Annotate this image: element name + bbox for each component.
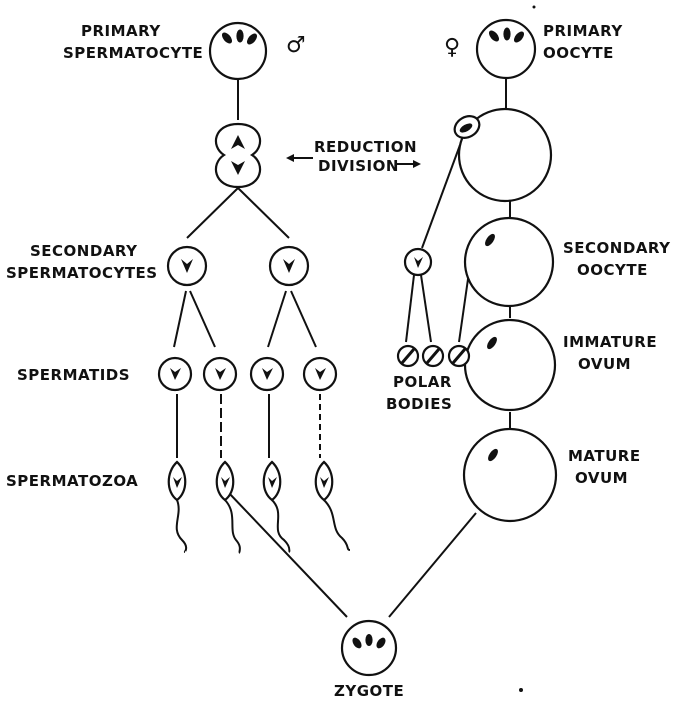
- reduction-label-2: DIVISION: [318, 157, 399, 175]
- male-primary-label-2: SPERMATOCYTE: [63, 44, 203, 62]
- spermatid-cell: [202, 356, 238, 392]
- male-secondary-label-2: SPERMATOCYTES: [6, 264, 158, 282]
- first-polar-body: [403, 247, 433, 277]
- female-secondary-label-2: OOCYTE: [577, 261, 648, 279]
- male-symbol: ♂: [286, 33, 306, 58]
- female-primary-label-1: PRIMARY: [543, 22, 623, 40]
- spermatids-label: SPERMATIDS: [17, 366, 130, 384]
- spermatozoa-label: SPERMATOZOA: [6, 472, 138, 490]
- speck: [532, 5, 536, 9]
- female-immature-label-1: IMMATURE: [563, 333, 657, 351]
- female-secondary-label-1: SECONDARY: [563, 239, 671, 257]
- polar-bodies-label-2: BODIES: [386, 395, 452, 413]
- spermatid-cell: [157, 356, 193, 392]
- speck: [519, 688, 523, 692]
- secondary-spermatocyte-cell: [268, 245, 310, 287]
- female-mature-label-1: MATURE: [568, 447, 641, 465]
- secondary-spermatocyte-cell: [166, 245, 208, 287]
- zygote-label: ZYGOTE: [334, 682, 404, 700]
- spermatozoon: [167, 460, 188, 553]
- primary-spermatocyte-cell: [208, 21, 268, 81]
- spermatozoon: [314, 460, 351, 551]
- immature-ovum-cell: [463, 318, 557, 412]
- polar-body: [396, 344, 420, 368]
- zygote-cell: [340, 619, 398, 677]
- female-immature-label-2: OVUM: [578, 355, 631, 373]
- reduction-label-1: REDUCTION: [314, 138, 417, 156]
- reduction-arrows: [286, 154, 421, 168]
- spermatid-cell: [302, 356, 338, 392]
- polar-body: [447, 344, 471, 368]
- male-secondary-label-1: SECONDARY: [30, 242, 138, 260]
- polar-body: [421, 344, 445, 368]
- dividing-spermatocyte-cell: [214, 122, 262, 189]
- male-primary-label-1: PRIMARY: [81, 22, 161, 40]
- spermatid-cell: [249, 356, 285, 392]
- secondary-oocyte-cell: [463, 216, 555, 308]
- female-mature-label-2: OVUM: [575, 469, 628, 487]
- mature-ovum-cell: [462, 427, 558, 523]
- labels: PRIMARY SPERMATOCYTE ♂ ♀ PRIMARY OOCYTE …: [6, 22, 671, 700]
- spermatozoon: [215, 460, 241, 554]
- polar-bodies-label-1: POLAR: [393, 373, 452, 391]
- female-primary-label-2: OOCYTE: [543, 44, 614, 62]
- primary-oocyte-cell: [475, 18, 537, 80]
- dividing-oocyte-cell: [453, 107, 553, 203]
- female-symbol: ♀: [444, 35, 460, 60]
- spermatozoon: [262, 460, 291, 553]
